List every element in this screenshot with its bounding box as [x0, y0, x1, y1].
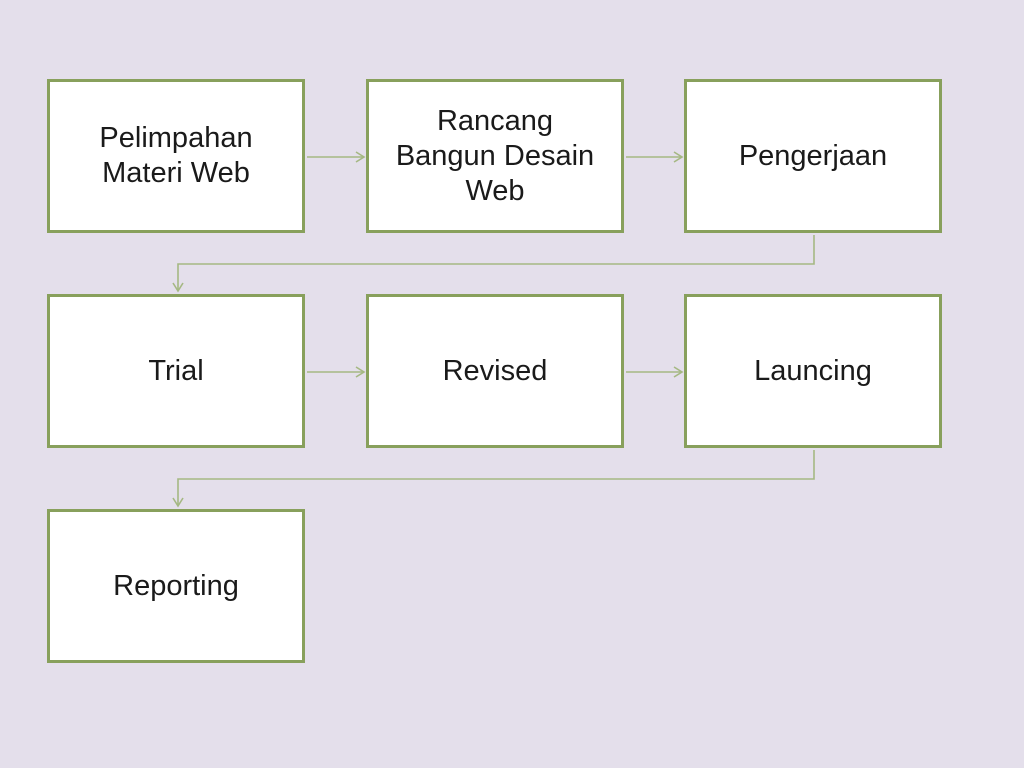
step-label: Pengerjaan: [738, 139, 888, 172]
step-box-reporting: Reporting: [47, 509, 305, 663]
arrow-step-1-to-step-2: [307, 151, 366, 163]
step-label: Rancang Bangun Desain Web: [395, 104, 595, 207]
step-label: Trial: [148, 354, 204, 387]
step-box-launcing: Launcing: [684, 294, 942, 448]
step-label: Reporting: [113, 569, 239, 602]
step-box-pengerjaan: Pengerjaan: [684, 79, 942, 233]
arrow-step-3-to-step-4: [172, 235, 815, 293]
arrow-step-6-to-step-7: [172, 450, 815, 508]
arrow-step-4-to-step-5: [307, 366, 366, 378]
step-label: Pelimpahan Materi Web: [99, 122, 253, 189]
step-box-trial: Trial: [47, 294, 305, 448]
step-box-revised: Revised: [366, 294, 624, 448]
arrow-step-2-to-step-3: [626, 151, 684, 163]
arrow-step-5-to-step-6: [626, 366, 684, 378]
step-box-rancang-bangun-desain-web: Rancang Bangun Desain Web: [366, 79, 624, 233]
step-label: Revised: [442, 354, 548, 387]
step-label: Launcing: [754, 354, 872, 387]
step-box-pelimpahan-materi-web: Pelimpahan Materi Web: [47, 79, 305, 233]
